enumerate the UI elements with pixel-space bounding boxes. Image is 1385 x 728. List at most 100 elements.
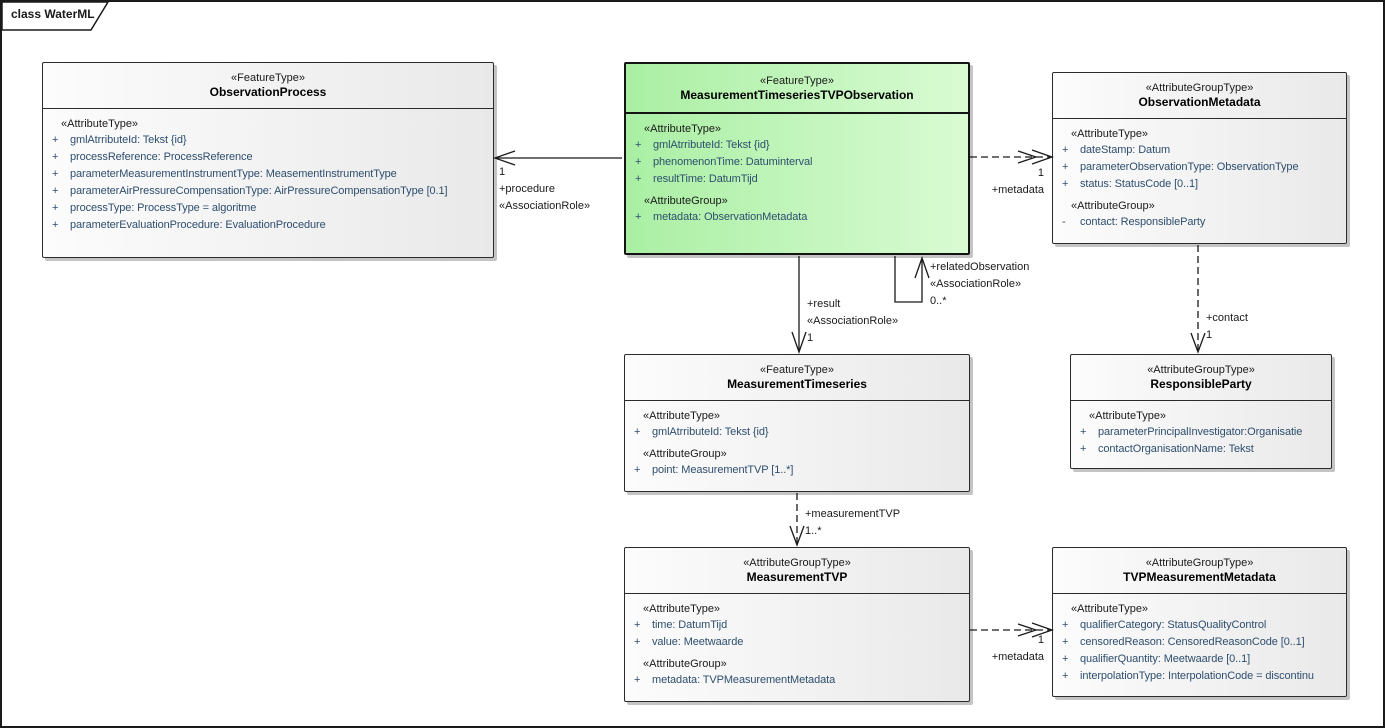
connector-metadata-bottom[interactable]	[970, 622, 1054, 638]
section-heading: «AttributeType»	[1089, 410, 1167, 422]
section-heading: «AttributeType»	[643, 603, 721, 615]
visibility-sign: +	[52, 134, 59, 146]
attribute-text: qualifierQuantity: Meetwaarde [0..1]	[1080, 653, 1251, 665]
visibility-sign: -	[1062, 216, 1066, 228]
attribute-text: processType: ProcessType = algoritme	[70, 202, 257, 214]
multiplicity-label: 1	[807, 332, 814, 344]
attribute-row: +gmlAtrributeId: Tekst {id}	[630, 424, 964, 441]
visibility-sign: +	[635, 139, 642, 151]
attribute-text: metadata: ObservationMetadata	[653, 211, 808, 223]
attribute-text: parameterEvaluationProcedure: Evaluation…	[70, 219, 326, 231]
role-label: +metadata	[991, 651, 1044, 663]
attribute-row: +point: MeasurementTVP [1..*]	[630, 462, 964, 479]
attribute-row: +parameterAirPressureCompensationType: A…	[48, 183, 488, 200]
connector-metadata-top[interactable]	[970, 149, 1054, 165]
connector-result[interactable]	[791, 256, 807, 354]
visibility-sign: +	[1080, 443, 1087, 455]
connector-label-metadata-top: 1 +metadata	[958, 165, 1044, 199]
connector-contact[interactable]	[1190, 245, 1206, 354]
attribute-row: +qualifierQuantity: Meetwaarde [0..1]	[1058, 651, 1341, 668]
open-arrowhead-icon	[914, 256, 930, 279]
open-arrowhead-icon	[789, 525, 805, 547]
attribute-text: parameterMeasurementInstrumentType: Meas…	[70, 168, 397, 180]
visibility-sign: +	[635, 211, 642, 223]
class-stereotype: «FeatureType»	[760, 74, 834, 87]
class-attribute-compartment: «AttributeType»+qualifierCategory: Statu…	[1053, 594, 1346, 689]
open-arrowhead-icon	[791, 331, 807, 354]
class-name: TVPMeasurementMetadata	[1123, 570, 1276, 584]
connector-label-related-observation: +relatedObservation «AssociationRole» 0.…	[930, 259, 1029, 310]
connector-label-result: +result «AssociationRole» 1	[807, 296, 898, 347]
attribute-text: gmlAtrributeId: Tekst {id}	[653, 139, 770, 151]
role-label: +measurementTVP	[805, 508, 901, 520]
class-name: ObservationMetadata	[1138, 95, 1261, 109]
visibility-sign: +	[1062, 636, 1069, 648]
diagram-frame-tab-label: class WaterML	[11, 7, 95, 21]
role-label: +metadata	[991, 184, 1044, 196]
visibility-sign: +	[634, 464, 641, 476]
class-header: «FeatureType» ObservationProcess	[43, 63, 493, 109]
class-name: MeasurementTVP	[746, 570, 848, 584]
multiplicity-label: 1	[1206, 329, 1213, 341]
attribute-text: censoredReason: CensoredReasonCode [0..1…	[1080, 636, 1305, 648]
class-observation-process[interactable]: «FeatureType» ObservationProcess «Attrib…	[42, 62, 494, 258]
attribute-text: dateStamp: Datum	[1080, 144, 1171, 156]
class-header: «AttributeGroupType» TVPMeasurementMetad…	[1053, 548, 1346, 594]
class-attribute-compartment: «AttributeType» +parameterPrincipalInvest…	[1071, 401, 1331, 462]
section-heading: «AttributeType»	[1071, 128, 1149, 140]
visibility-sign: +	[635, 173, 642, 185]
open-arrowhead-icon	[1031, 622, 1054, 638]
class-header: «AttributeGroupType» ResponsibleParty	[1071, 355, 1331, 401]
multiplicity-label: 1..*	[805, 525, 822, 537]
attribute-row: +qualifierCategory: StatusQualityControl	[1058, 617, 1341, 634]
visibility-sign: +	[1080, 426, 1087, 438]
attribute-row: +parameterPrincipalInvestigator:Organisa…	[1076, 424, 1326, 441]
class-name: MeasurementTimeseriesTVPObservation	[680, 87, 914, 102]
frame-tab	[2, 2, 109, 31]
attribute-row: + value: Meetwaarde	[630, 634, 964, 651]
attribute-text: time: DatumTijd	[652, 619, 728, 631]
open-arrowhead-icon	[493, 150, 516, 166]
attribute-row: +parameterEvaluationProcedure: Evaluatio…	[48, 217, 488, 234]
attribute-text: gmlAtrributeId: Tekst {id}	[652, 426, 769, 438]
attribute-row: +interpolationType: InterpolationCode = …	[1058, 668, 1341, 685]
class-observation-metadata[interactable]: «AttributeGroupType» ObservationMetadata…	[1052, 72, 1347, 244]
visibility-sign: +	[52, 202, 59, 214]
attribute-row: +parameterObservationType: ObservationTy…	[1058, 159, 1341, 176]
multiplicity-label: 1	[1037, 634, 1044, 646]
class-stereotype: «AttributeGroupType»	[1145, 557, 1254, 569]
class-responsible-party[interactable]: «AttributeGroupType» ResponsibleParty «A…	[1070, 354, 1332, 469]
attribute-row: + dateStamp: Datum	[1058, 142, 1341, 159]
attribute-row: + gmlAtrributeId: Tekst {id}	[48, 132, 488, 149]
attribute-row: + time: DatumTijd	[630, 617, 964, 634]
attribute-row: + metadata: ObservationMetadata	[631, 209, 963, 226]
attribute-text: resultTime: DatumTijd	[653, 173, 758, 185]
connector-procedure[interactable]	[493, 150, 622, 166]
class-tvp-measurement-metadata[interactable]: «AttributeGroupType» TVPMeasurementMetad…	[1052, 547, 1347, 697]
class-header: «AttributeGroupType» MeasurementTVP	[625, 548, 969, 594]
role-label: +procedure	[499, 183, 555, 195]
class-name: ObservationProcess	[209, 85, 327, 99]
attribute-text: gmlAtrributeId: Tekst {id}	[70, 134, 187, 146]
multiplicity-label: 1	[1037, 167, 1044, 179]
visibility-sign: +	[634, 619, 641, 631]
class-measurement-tvp[interactable]: «AttributeGroupType» MeasurementTVP «Att…	[624, 547, 970, 702]
visibility-sign: +	[1062, 144, 1069, 156]
visibility-sign: +	[1062, 161, 1069, 173]
attribute-row: +contactOrganisationName: Tekst	[1076, 441, 1326, 458]
connector-related-observation[interactable]	[894, 256, 930, 303]
class-attribute-compartment: «AttributeType»+dateStamp: Datum+paramet…	[1053, 119, 1346, 235]
visibility-sign: +	[634, 636, 641, 648]
attribute-text: value: Meetwaarde	[652, 636, 744, 648]
visibility-sign: +	[1062, 619, 1069, 631]
class-measurement-timeseries-tvp-observation[interactable]: «FeatureType» MeasurementTimeseriesTVPOb…	[624, 62, 970, 255]
connector-measurement-tvp[interactable]	[789, 493, 805, 547]
attribute-row: + censoredReason: CensoredReasonCode [0..…	[1058, 634, 1341, 651]
class-name: MeasurementTimeseries	[727, 377, 867, 391]
class-measurement-timeseries[interactable]: «FeatureType» MeasurementTimeseries «Att…	[624, 354, 970, 492]
class-header: «FeatureType» MeasurementTimeseriesTVPOb…	[626, 64, 968, 114]
connector-label-metadata-bottom: 1 +metadata	[958, 632, 1044, 666]
multiplicity-label: 1	[499, 166, 506, 178]
open-arrowhead-icon	[1031, 149, 1054, 165]
